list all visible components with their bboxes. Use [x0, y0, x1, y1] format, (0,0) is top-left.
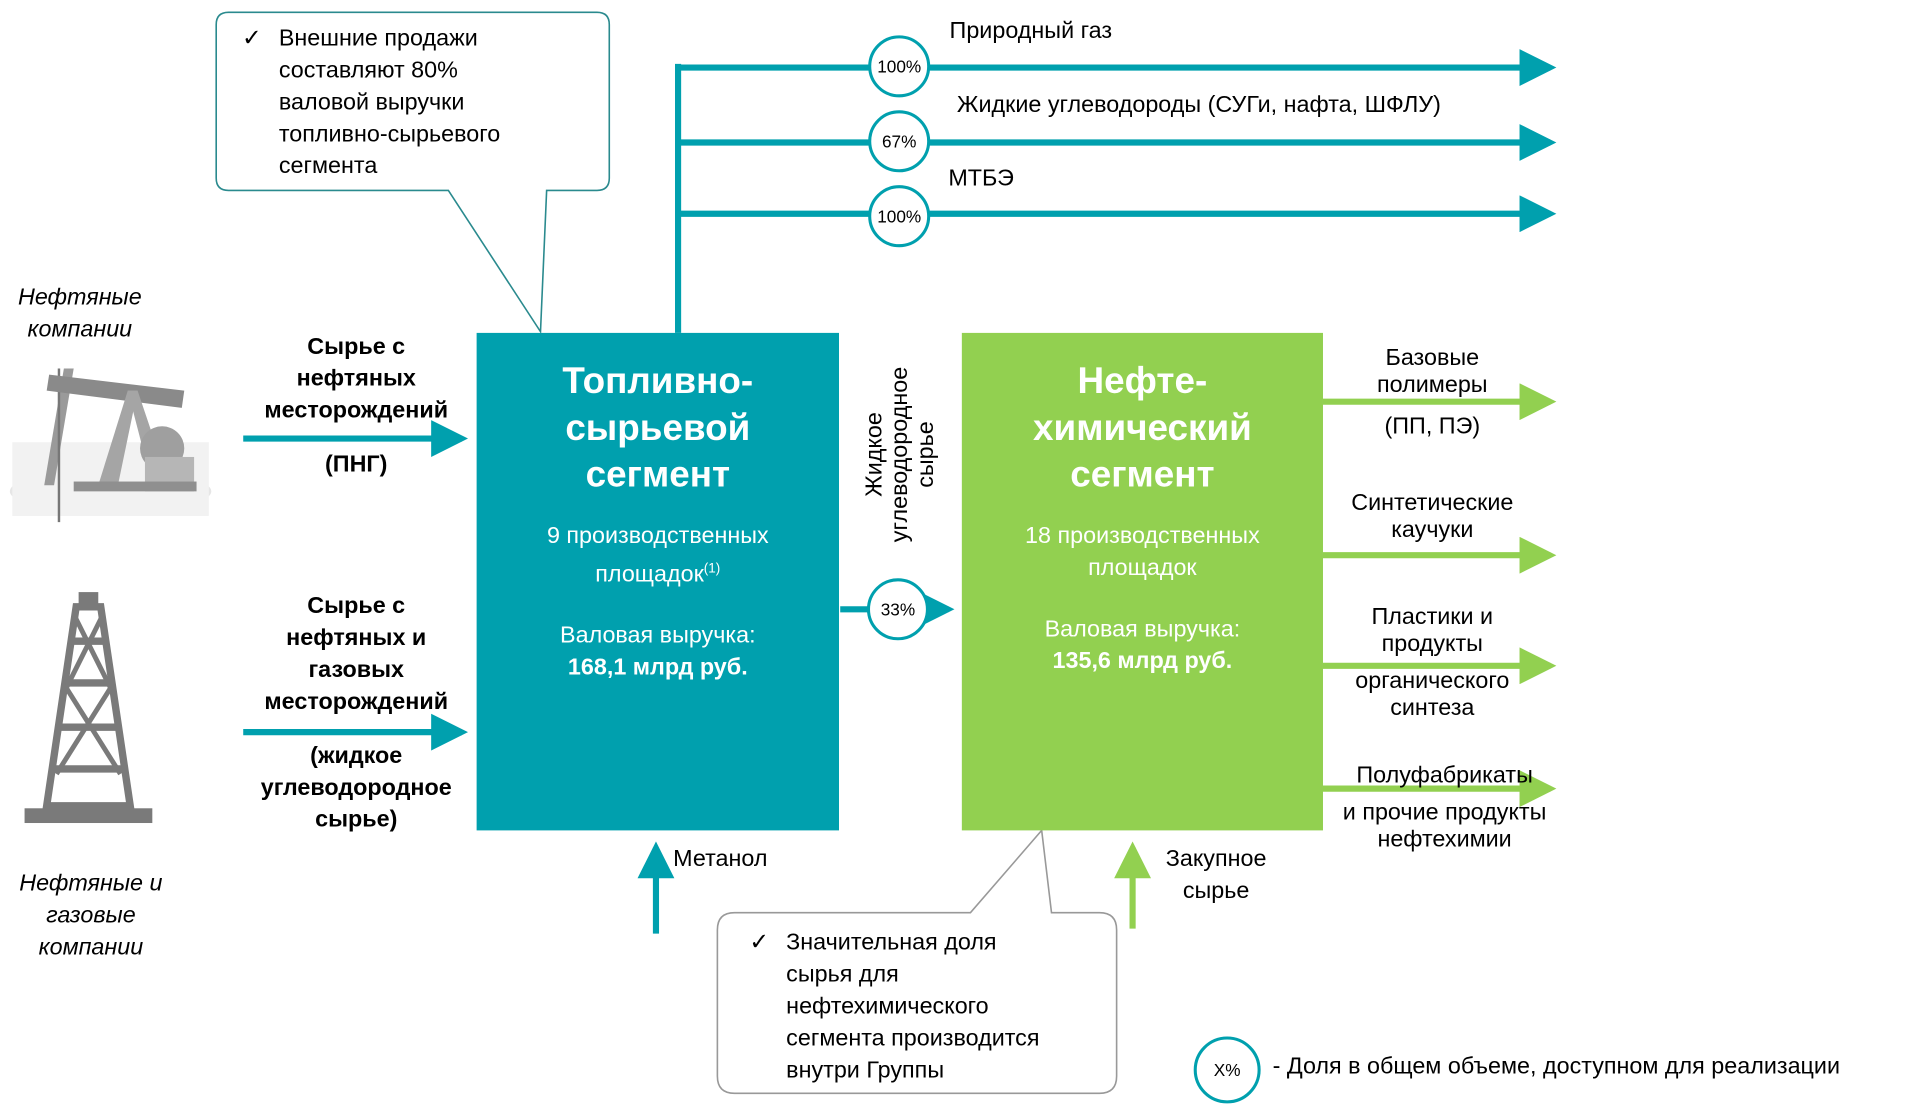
purchased-line-1: Закупное [1165, 846, 1267, 873]
input-apg-line-4: (ПНГ) [325, 452, 388, 478]
fuel-segment-revenue-value: 168,1 млрд руб. [567, 655, 748, 681]
fuel-segment-sites-word: площадок [595, 561, 704, 588]
check-icon: ✓ [241, 25, 262, 52]
legend-circle [1193, 1036, 1261, 1104]
output-rubbers-line-1: Синтетические [1351, 490, 1514, 516]
petrochem-segment-sites-line2: площадок [1088, 555, 1197, 582]
top-callout-line-2: составляют 80% [278, 57, 458, 84]
output-label-semiproducts: Полуфабрикаты и прочие продукты нефтехим… [1322, 763, 1568, 854]
fuel-segment-content: Топливно- сырьевой сегмент 9 производств… [477, 359, 839, 685]
transfer-label-line-1: Жидкое [861, 412, 888, 497]
source-oil-gas-companies-text: Нефтяные и газовые компании [19, 870, 163, 961]
output-plastics-line-1: Пластики и [1371, 604, 1494, 631]
share-circle-gas [868, 35, 931, 98]
source-oil-gas-companies: Нефтяные и газовые компании [0, 868, 182, 964]
legend-symbol: X% [1213, 1060, 1241, 1080]
legend-text: - Доля в общем объеме, доступном для реа… [1272, 1053, 1840, 1080]
purchased-label: Закупное сырье [1142, 844, 1289, 908]
petrochem-segment-revenue-value: 135,6 млрд руб. [1052, 648, 1233, 675]
output-polymers-line-3: (ПП, ПЭ) [1384, 413, 1481, 440]
output-label-plastics: Пластики и продукты органического синтез… [1322, 604, 1543, 722]
petrochem-segment-title-2: химический [1033, 407, 1252, 449]
share-gas: 100% [877, 56, 922, 77]
input-ngl-line-4: месторождений [264, 689, 449, 715]
output-label-gas: Природный газ [949, 18, 1113, 45]
top-callout-line-1: Внешние продажи [278, 25, 478, 52]
input-apg-line-2: нефтяных [296, 366, 416, 392]
input-apg-label: Сырье с нефтяных месторождений (ПНГ) [233, 332, 479, 482]
output-label-rubbers: Синтетические каучуки [1322, 490, 1543, 544]
petrochem-segment-title-3: сегмент [1070, 454, 1215, 496]
fuel-segment-box [476, 332, 839, 831]
share-circle-mtbe [868, 185, 931, 248]
output-semiproducts-line-2: и прочие продукты [1342, 799, 1547, 826]
fuel-segment-footnote: (1) [703, 561, 721, 577]
fuel-segment-title-3: сегмент [585, 454, 731, 496]
output-semiproducts-line-1: Полуфабрикаты [1356, 762, 1533, 789]
output-plastics-line-2: продукты [1381, 631, 1483, 658]
output-plastics-line-4: синтеза [1390, 695, 1475, 722]
purchased-line-2: сырье [1182, 878, 1250, 905]
methanol-label: Метанол [673, 846, 768, 873]
petrochem-segment-revenue-label: Валовая выручка: [1044, 616, 1241, 643]
top-callout-line-3: валовой выручки [278, 89, 465, 116]
input-ngl-line-2: нефтяных и [286, 625, 427, 652]
output-plastics-line-3: органического [1355, 668, 1510, 695]
bottom-callout-line-3: нефтехимического [786, 993, 989, 1020]
fuel-segment-sites: 9 производственных [546, 523, 769, 550]
fuel-segment-revenue-label: Валовая выручка: [560, 623, 756, 649]
bottom-callout-line-4: сегмента производится [786, 1025, 1040, 1052]
petrochem-segment-content: Нефте- химический сегмент 18 производств… [962, 359, 1323, 678]
share-liquids: 67% [881, 131, 917, 152]
pumpjack-icon [9, 368, 212, 523]
fuel-segment-sites-line2: площадок(1) [477, 553, 839, 591]
top-callout-bubble [215, 11, 611, 335]
fuel-segment-title-1: Топливно- [562, 361, 754, 402]
bottom-callout-line-5: внутри Группы [786, 1057, 945, 1084]
input-ngl-line-1: Сырье с [307, 593, 406, 620]
petrochem-segment-sites: 18 производственных [1025, 523, 1260, 550]
input-ngl-line-7: сырье) [315, 807, 398, 833]
output-label-liquids: Жидкие углеводороды (СУГи, нафта, ШФЛУ) [956, 92, 1441, 118]
source-oil-companies: Нефтяные компании [0, 283, 160, 347]
source-oil-companies-text: Нефтяные компании [17, 284, 142, 343]
share-transfer: 33% [880, 599, 916, 620]
input-ngl-line-6: углеводородное [260, 775, 452, 801]
top-callout-text: ✓ Внешние продажи составляют 80% валовой… [242, 23, 635, 183]
output-polymers-line-1: Базовые [1385, 345, 1480, 371]
transfer-label-line-3: сырье [913, 421, 940, 488]
share-mtbe: 100% [877, 206, 922, 227]
output-polymers-line-2: полимеры [1377, 372, 1488, 399]
fuel-segment-title-2: сырьевой [565, 407, 751, 449]
share-circle-liquids [868, 110, 931, 173]
transfer-label: Жидкое углеводородное сырье [862, 350, 939, 559]
bottom-callout-line-2: сырья для [786, 961, 899, 988]
output-rubbers-line-2: каучуки [1391, 517, 1474, 543]
petrochem-segment-title-1: Нефте- [1077, 361, 1208, 402]
input-apg-line-1: Сырье с [307, 334, 406, 360]
bottom-callout-line-1: Значительная доля [786, 929, 997, 956]
check-icon: ✓ [749, 929, 769, 956]
input-ngl-line-5: (жидкое [310, 743, 403, 769]
top-callout-line-4: топливно-сырьевого [278, 121, 501, 148]
drilling-rig-icon [24, 592, 153, 824]
bottom-callout-text: ✓ Значительная доля сырья для нефтехимич… [749, 927, 1154, 1087]
transfer-label-line-2: углеводородное [887, 366, 914, 543]
bottom-callout-bubble [716, 828, 1118, 1095]
share-circle-transfer [866, 578, 929, 641]
output-label-polymers: Базовые полимеры (ПП, ПЭ) [1322, 345, 1543, 441]
output-semiproducts-line-3: нефтехимии [1377, 826, 1512, 853]
input-apg-line-3: месторождений [264, 398, 449, 424]
top-callout-line-5: сегмента [278, 153, 378, 180]
input-ngl-label: Сырье с нефтяных и газовых месторождений… [233, 591, 479, 837]
output-label-mtbe: МТБЭ [948, 165, 1014, 192]
input-ngl-line-3: газовых [308, 657, 404, 683]
petrochem-segment-box [961, 332, 1323, 831]
